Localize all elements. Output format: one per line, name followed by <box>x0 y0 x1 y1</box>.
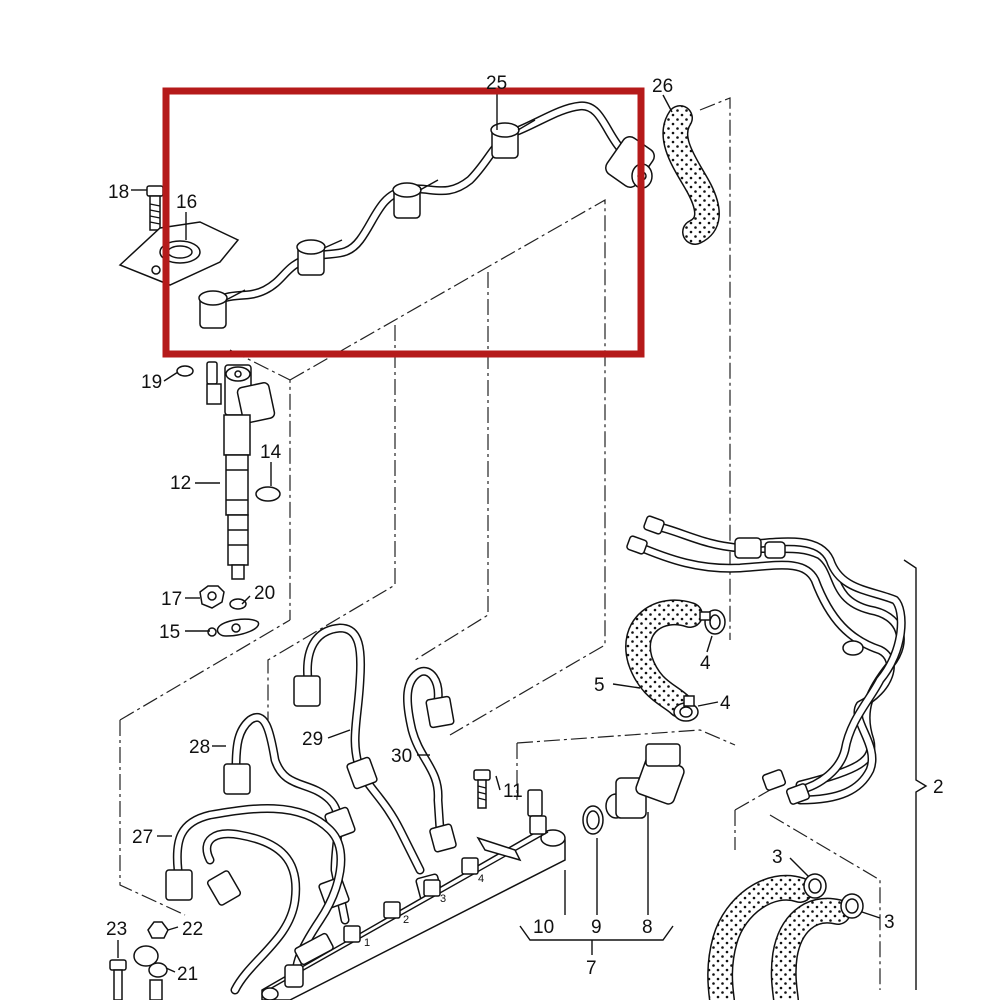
hose-clamp-3-left[interactable] <box>803 873 827 899</box>
leader-lines <box>117 92 928 990</box>
label-30: 30 <box>391 746 412 767</box>
label-18: 18 <box>108 182 129 203</box>
clip-21[interactable] <box>133 945 168 978</box>
rail-port-number-3: 3 <box>440 893 446 905</box>
hose-clamp-3-right[interactable] <box>840 893 864 919</box>
seal-ring-9[interactable] <box>582 805 604 835</box>
injector-connector-4 <box>490 119 536 159</box>
fuel-line-assembly-2[interactable] <box>626 515 906 805</box>
pressure-regulator-valve-8[interactable] <box>605 743 686 819</box>
bolt-23[interactable] <box>109 959 163 1000</box>
washer-20[interactable] <box>229 598 247 610</box>
nut-17[interactable] <box>199 585 225 609</box>
label-9: 9 <box>591 917 602 938</box>
label-5: 5 <box>594 675 605 696</box>
label-23: 23 <box>106 919 127 940</box>
label-4-lower: 4 <box>720 693 731 714</box>
injector-connector-3 <box>392 179 439 219</box>
bolt-11[interactable] <box>473 769 491 809</box>
label-29: 29 <box>302 729 323 750</box>
rail-port-number-1: 1 <box>364 937 370 949</box>
label-3-left: 3 <box>772 847 783 868</box>
label-20: 20 <box>254 583 275 604</box>
seal-14[interactable] <box>255 486 281 502</box>
high-pressure-pipe-30[interactable] <box>403 666 457 853</box>
assembly-guide-lines <box>119 97 881 990</box>
high-pressure-pipe-27[interactable] <box>165 804 346 995</box>
o-ring-19[interactable] <box>176 365 194 377</box>
label-25: 25 <box>486 73 507 94</box>
hose-clamp-4-upper[interactable] <box>699 609 726 635</box>
hose-clamp-4-lower[interactable] <box>673 695 699 722</box>
label-22: 22 <box>182 919 203 940</box>
label-4-upper: 4 <box>700 653 711 674</box>
bolt-18[interactable] <box>146 185 164 231</box>
rail-port-number-2: 2 <box>403 914 409 926</box>
part-number-labels: 25 26 18 16 19 14 12 17 20 15 28 29 30 2… <box>106 73 944 985</box>
rail-port-3 <box>423 879 441 897</box>
label-2: 2 <box>933 777 944 798</box>
label-12: 12 <box>170 473 191 494</box>
label-14: 14 <box>260 442 282 463</box>
label-26: 26 <box>652 76 673 97</box>
rail-port-number-4: 4 <box>478 873 484 885</box>
label-10: 10 <box>533 917 554 938</box>
injector-12[interactable] <box>206 361 276 580</box>
label-17: 17 <box>161 589 182 610</box>
hoses-3[interactable] <box>707 874 851 1000</box>
nut-22[interactable] <box>147 921 169 939</box>
label-11: 11 <box>503 781 523 802</box>
label-7: 7 <box>586 958 597 979</box>
injector-connector-1 <box>198 289 246 329</box>
highlight-box <box>162 87 645 358</box>
clamp-plate-16[interactable] <box>118 221 240 286</box>
injector-connector-2 <box>296 239 343 276</box>
hose-5[interactable] <box>625 599 703 718</box>
label-19: 19 <box>141 372 162 393</box>
rail-port-1 <box>343 925 361 943</box>
rail-port-2 <box>383 901 401 919</box>
label-27: 27 <box>132 827 153 848</box>
fuel-return-line[interactable] <box>198 101 657 329</box>
hose-26[interactable] <box>662 105 720 245</box>
label-21: 21 <box>177 964 198 985</box>
seal-set-15[interactable] <box>207 618 260 637</box>
label-8: 8 <box>642 917 653 938</box>
label-16: 16 <box>176 192 197 213</box>
label-3-right: 3 <box>884 912 895 933</box>
rail-port-4 <box>461 857 479 875</box>
label-28: 28 <box>189 737 210 758</box>
label-15: 15 <box>159 622 180 643</box>
rail-pressure-sensor-stub <box>527 789 547 835</box>
